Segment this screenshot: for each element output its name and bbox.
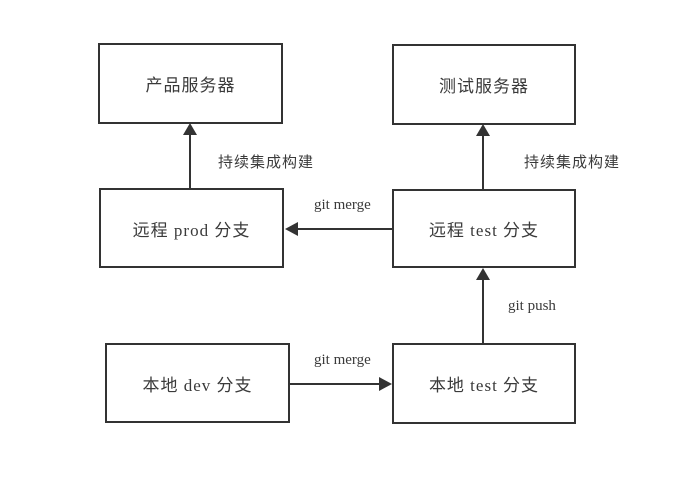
node-local-dev-branch: 本地 dev 分支 <box>105 343 290 423</box>
node-product-server-label: 产品服务器 <box>145 76 236 95</box>
arrow-line-local-test-to-remote-test <box>482 279 484 343</box>
edge-label-git-merge-middle: git merge <box>314 197 371 213</box>
arrow-line-remote-test-to-remote-prod <box>296 228 392 230</box>
arrow-up-icon <box>476 124 490 136</box>
node-test-server: 测试服务器 <box>392 44 576 125</box>
node-local-test-branch: 本地 test 分支 <box>392 343 576 424</box>
node-product-server: 产品服务器 <box>98 43 283 124</box>
node-test-server-label: 测试服务器 <box>439 77 529 96</box>
arrow-up-icon <box>183 123 197 135</box>
edge-label-ci-build-left: 持续集成构建 <box>218 154 315 171</box>
node-remote-test-branch: 远程 test 分支 <box>392 189 576 268</box>
node-local-test-branch-label: 本地 test 分支 <box>428 376 540 395</box>
arrow-up-icon <box>476 268 490 280</box>
edge-label-git-push: git push <box>508 298 556 314</box>
edge-label-git-merge-bottom: git merge <box>314 352 371 368</box>
arrow-right-icon <box>379 377 392 391</box>
node-remote-test-branch-label: 远程 test 分支 <box>428 221 540 240</box>
arrow-line-remote-prod-to-product <box>189 134 191 188</box>
arrow-line-remote-test-to-test-server <box>482 135 484 189</box>
arrow-line-local-dev-to-local-test <box>290 383 380 385</box>
node-remote-prod-branch-label: 远程 prod 分支 <box>132 220 251 240</box>
node-local-dev-branch-label: 本地 dev 分支 <box>142 375 253 395</box>
arrow-left-icon <box>285 222 298 236</box>
edge-label-ci-build-right: 持续集成构建 <box>524 154 621 171</box>
node-remote-prod-branch: 远程 prod 分支 <box>99 188 284 268</box>
